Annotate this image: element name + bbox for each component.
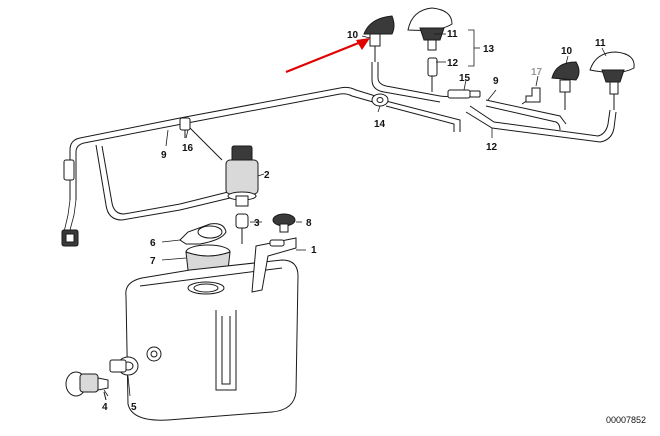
t-connector-15: [447, 89, 481, 99]
callout-4: 4: [102, 402, 108, 413]
callout-3: 3: [254, 218, 260, 229]
callout-10-right: 10: [561, 46, 573, 57]
grommet-3: [235, 213, 249, 244]
pump-4: [65, 371, 109, 401]
reference-code: 00007852: [606, 415, 646, 425]
callout-17: 17: [531, 67, 543, 78]
callout-6: 6: [150, 238, 156, 249]
washer-jet-10-left: [363, 15, 395, 62]
callout-7: 7: [150, 256, 156, 267]
callout-2: 2: [264, 170, 270, 181]
connector-12-top: [427, 57, 438, 77]
reservoir-tank: [125, 259, 299, 421]
callout-12-bottom: 12: [486, 142, 498, 153]
grommet-5: [109, 356, 139, 376]
electrical-plug: [61, 229, 79, 247]
callout-12-top: 12: [447, 58, 459, 69]
callout-15: 15: [459, 73, 471, 84]
strainer-7: [185, 244, 231, 275]
clip-16: [179, 117, 191, 138]
callout-9-left: 9: [161, 150, 167, 161]
callout-9-right: 9: [493, 76, 499, 87]
hose-network: [63, 62, 617, 233]
callout-1: 1: [311, 245, 317, 256]
callout-11-right: 11: [595, 38, 606, 49]
cap-8: [272, 213, 296, 233]
callout-14: 14: [374, 119, 386, 130]
leader-lines: [103, 29, 607, 397]
bracket-1: [251, 237, 297, 293]
clip-14: [371, 93, 389, 107]
callout-10-top: 10: [347, 30, 359, 41]
callout-11-top: 11: [447, 29, 458, 40]
angle-connector-17: [525, 87, 541, 103]
highlight-arrow: [285, 38, 370, 74]
washer-jet-10-right: [551, 61, 580, 110]
filler-cap-6: [179, 223, 227, 245]
wiring-connector-left: [63, 159, 75, 181]
washer-pump-2: [225, 145, 259, 207]
callouts: 1 2 3 4 5 6 7 8 9 9 10 10 11 11 12 12 13…: [102, 29, 646, 425]
callout-16: 16: [182, 143, 194, 154]
callout-8: 8: [306, 218, 312, 229]
washer-jet-11-right: [589, 51, 635, 110]
washer-jet-11-top: [407, 7, 453, 51]
callout-13: 13: [483, 44, 495, 55]
callout-5: 5: [131, 402, 137, 413]
